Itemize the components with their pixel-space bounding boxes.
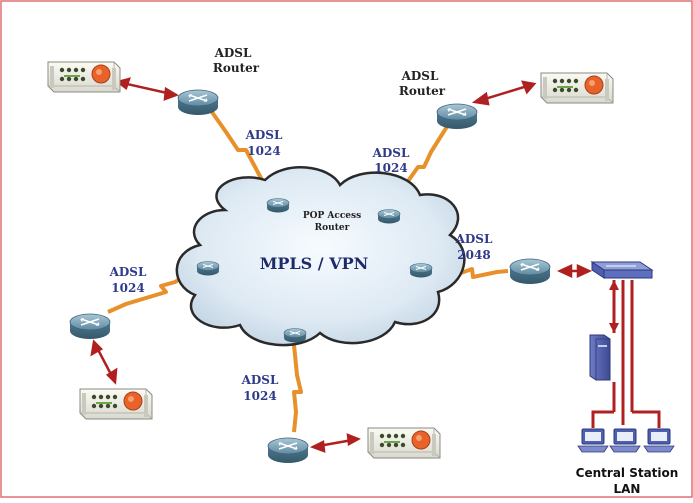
link-bottom	[292, 344, 303, 433]
router-tr-label-2: Router	[399, 84, 446, 98]
router-top-left	[177, 89, 219, 116]
link-tl-label-1: ADSL	[245, 128, 283, 142]
field-device-top-right	[540, 72, 614, 104]
link-left-label-2: 1024	[111, 281, 144, 295]
router-tr-label-1: ADSL	[401, 69, 439, 83]
link-tl-label-2: 1024	[247, 144, 280, 158]
pop-router-3	[196, 261, 220, 276]
device-links	[90, 77, 593, 453]
router-tl-label-1: ADSL	[214, 46, 252, 60]
link-tr-label-2: 1024	[374, 161, 407, 175]
field-device-bottom	[367, 427, 441, 459]
link-right-label-1: ADSL	[455, 232, 493, 246]
link-right-label-2: 2048	[457, 248, 490, 262]
pop-access-label: POP Access	[303, 211, 361, 221]
router-top-right	[436, 103, 478, 130]
pop-router-2	[377, 209, 401, 224]
workstation-1	[577, 428, 609, 453]
router-central	[509, 258, 551, 285]
router-tl-label-2: Router	[213, 61, 260, 75]
server	[589, 334, 611, 381]
router-left	[69, 313, 111, 340]
link-tr-label-1: ADSL	[372, 146, 410, 160]
lan-switch	[590, 261, 654, 279]
field-device-left	[79, 388, 153, 420]
central-station-label: Central Station	[576, 466, 679, 480]
mpls-vpn-label: MPLS / VPN	[260, 254, 369, 273]
link-left-label-1: ADSL	[109, 265, 147, 279]
link-bottom-label-2: 1024	[243, 389, 276, 403]
workstation-2	[609, 428, 641, 453]
workstation-3	[643, 428, 675, 453]
router-bottom	[267, 437, 309, 464]
lan-label: LAN	[614, 482, 641, 496]
pop-router-label: Router	[315, 223, 350, 233]
pop-router-5	[283, 328, 307, 343]
pop-router-4	[409, 263, 433, 278]
field-device-top-left	[47, 61, 121, 93]
link-bottom-label-1: ADSL	[241, 373, 279, 387]
pop-router-1	[266, 198, 290, 213]
